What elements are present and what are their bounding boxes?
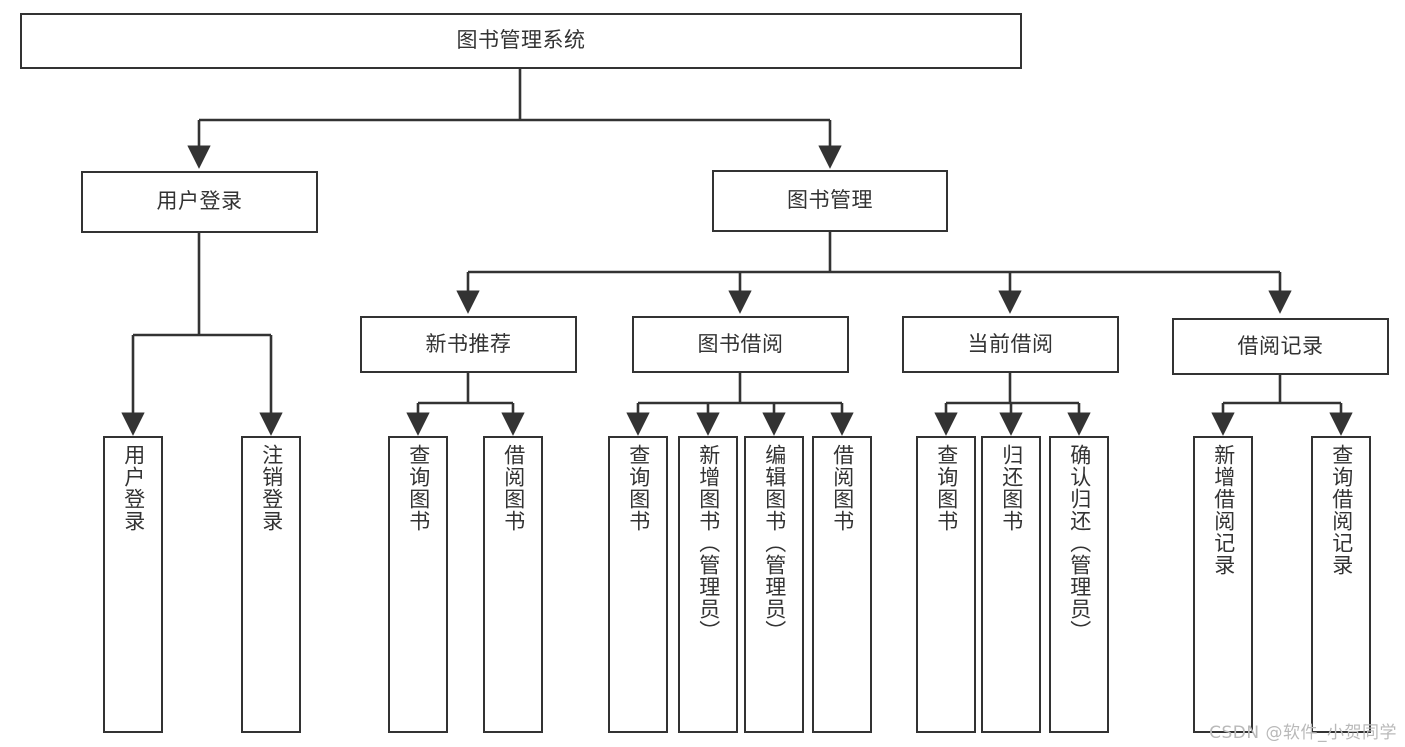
leaf-add-book-admin-label: 新增图书（管理员） xyxy=(696,444,721,642)
leaf-add-book-admin[interactable]: 新增图书（管理员） xyxy=(678,436,738,733)
node-borrow-record-label: 借阅记录 xyxy=(1237,333,1324,358)
leaf-borrow-book-borrowing-label: 借阅图书 xyxy=(830,444,855,532)
leaf-add-borrow-record[interactable]: 新增借阅记录 xyxy=(1193,436,1253,733)
node-root-label: 图书管理系统 xyxy=(456,28,586,53)
leaf-borrow-book-recommendation-label: 借阅图书 xyxy=(501,444,526,532)
leaf-query-book-recommendation-label: 查询图书 xyxy=(406,444,431,532)
node-borrow-record[interactable]: 借阅记录 xyxy=(1172,318,1389,375)
leaf-add-borrow-record-label: 新增借阅记录 xyxy=(1211,444,1236,576)
node-book-management-label: 图书管理 xyxy=(787,188,873,213)
leaf-query-book-current[interactable]: 查询图书 xyxy=(916,436,976,733)
watermark-text: CSDN @软件_小贺同学 xyxy=(1209,723,1397,743)
leaf-logout[interactable]: 注销登录 xyxy=(241,436,301,733)
leaf-confirm-return-admin[interactable]: 确认归还（管理员） xyxy=(1049,436,1109,733)
leaf-confirm-return-admin-label: 确认归还（管理员） xyxy=(1067,444,1092,642)
node-book-borrowing-label: 图书借阅 xyxy=(697,331,784,356)
leaf-borrow-book-recommendation[interactable]: 借阅图书 xyxy=(483,436,543,733)
node-user-login-label: 用户登录 xyxy=(156,189,243,214)
leaf-user-login[interactable]: 用户登录 xyxy=(103,436,163,733)
node-user-login[interactable]: 用户登录 xyxy=(81,171,318,233)
leaf-query-book-borrowing-label: 查询图书 xyxy=(626,444,651,532)
leaf-user-login-label: 用户登录 xyxy=(121,444,146,532)
leaf-query-borrow-record-label: 查询借阅记录 xyxy=(1329,444,1354,576)
leaf-return-book[interactable]: 归还图书 xyxy=(981,436,1041,733)
leaf-logout-label: 注销登录 xyxy=(259,444,284,532)
leaf-edit-book-admin[interactable]: 编辑图书（管理员） xyxy=(744,436,804,733)
leaf-query-book-recommendation[interactable]: 查询图书 xyxy=(388,436,448,733)
leaf-query-book-current-label: 查询图书 xyxy=(934,444,959,532)
leaf-query-borrow-record[interactable]: 查询借阅记录 xyxy=(1311,436,1371,733)
node-book-borrowing[interactable]: 图书借阅 xyxy=(632,316,849,373)
leaf-query-book-borrowing[interactable]: 查询图书 xyxy=(608,436,668,733)
node-root[interactable]: 图书管理系统 xyxy=(20,13,1022,69)
node-new-book-recommendation-label: 新书推荐 xyxy=(425,331,512,356)
node-book-management[interactable]: 图书管理 xyxy=(712,170,948,232)
node-current-borrowing-label: 当前借阅 xyxy=(967,331,1054,356)
node-new-book-recommendation[interactable]: 新书推荐 xyxy=(360,316,577,373)
leaf-return-book-label: 归还图书 xyxy=(999,444,1024,532)
node-current-borrowing[interactable]: 当前借阅 xyxy=(902,316,1119,373)
leaf-borrow-book-borrowing[interactable]: 借阅图书 xyxy=(812,436,872,733)
leaf-edit-book-admin-label: 编辑图书（管理员） xyxy=(762,444,787,642)
